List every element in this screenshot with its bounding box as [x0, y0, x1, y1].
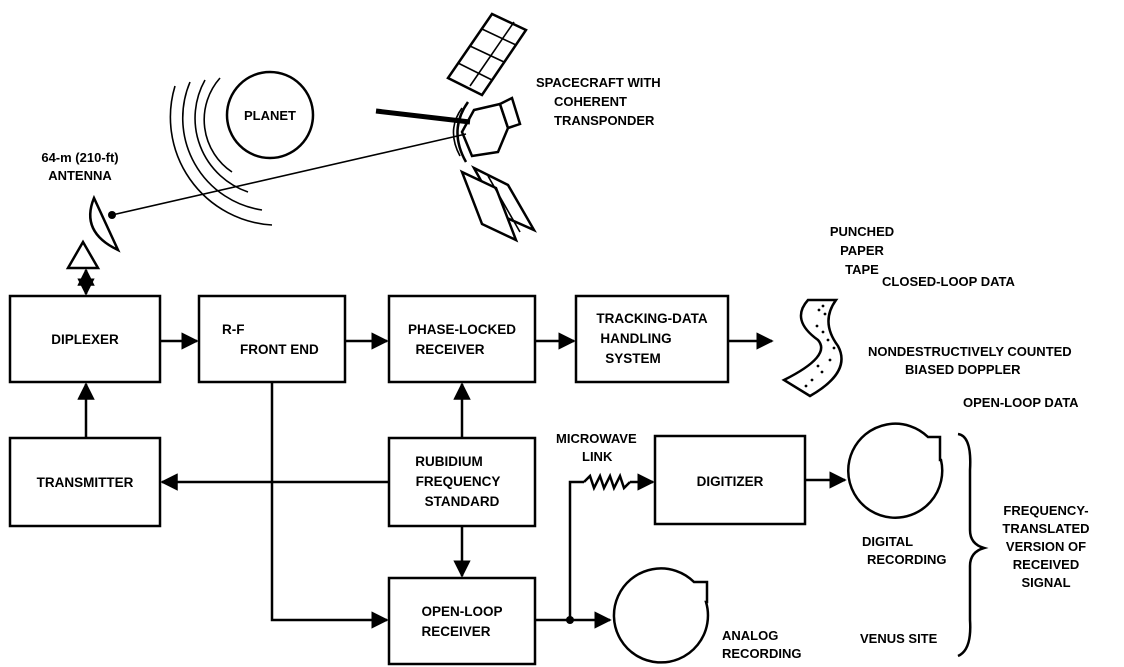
freq-translated-label-1: FREQUENCY- [1003, 503, 1088, 518]
microwave-link-zigzag [584, 476, 630, 488]
rf-label-1: R-F [222, 322, 245, 337]
diplexer-label: DIPLEXER [51, 332, 119, 347]
spacecraft-label-3: TRANSPONDER [554, 113, 655, 128]
rubidium-standard-block: RUBIDIUM FREQUENCY STANDARD [389, 438, 535, 526]
freq-translated-label-4: RECEIVED [1013, 557, 1079, 572]
venus-site-label: VENUS SITE [860, 631, 938, 646]
planet-label: PLANET [244, 108, 296, 123]
antenna-label-2: ANTENNA [48, 168, 112, 183]
tds-label-1: TRACKING-DATA [596, 311, 707, 326]
grouping-brace [958, 434, 984, 656]
antenna-dish [90, 198, 118, 250]
rb-label-2: FREQUENCY [416, 474, 501, 489]
spacecraft-label-2: COHERENT [554, 94, 627, 109]
punched-paper-tape: PUNCHED PAPER TAPE [784, 224, 894, 396]
transmitter-block: TRANSMITTER [10, 438, 160, 526]
tape-label-2: PAPER [840, 243, 884, 258]
diplexer-block: DIPLEXER [10, 296, 160, 382]
closed-loop-data-label: CLOSED-LOOP DATA [882, 274, 1016, 289]
freq-translated-label-3: VERSION OF [1006, 539, 1086, 554]
radio-link-line [112, 134, 466, 215]
digitizer-label: DIGITIZER [697, 474, 764, 489]
tape-label-3: TAPE [845, 262, 879, 277]
analog-rec-label-1: ANALOG [722, 628, 778, 643]
antenna-label-1: 64-m (210-ft) [41, 150, 118, 165]
analog-recording-reel: ANALOG RECORDING [614, 568, 801, 662]
open-loop-data-label: OPEN-LOOP DATA [963, 395, 1079, 410]
analog-rec-label-2: RECORDING [722, 646, 801, 661]
tape-label-1: PUNCHED [830, 224, 894, 239]
spacecraft-label-1: SPACECRAFT WITH [536, 75, 661, 90]
microwave-label-2: LINK [582, 449, 613, 464]
olr-label-2: RECEIVER [421, 624, 490, 639]
microwave-label-1: MICROWAVE [556, 431, 637, 446]
antenna-pedestal [68, 242, 98, 268]
rf-label-2: FRONT END [240, 342, 319, 357]
tds-label-3: SYSTEM [605, 351, 661, 366]
rb-label-1: RUBIDIUM [415, 454, 483, 469]
digital-recording-reel: DIGITAL RECORDING [848, 424, 946, 567]
tds-label-2: HANDLING [600, 331, 671, 346]
freq-translated-label-5: SIGNAL [1021, 575, 1070, 590]
plr-label-2: RECEIVER [415, 342, 484, 357]
spacecraft-body [462, 104, 508, 156]
plr-label-1: PHASE-LOCKED [408, 322, 516, 337]
planet: PLANET [170, 72, 313, 225]
nondestructive-label-1: NONDESTRUCTIVELY COUNTED [868, 344, 1072, 359]
nondestructive-label-2: BIASED DOPPLER [905, 362, 1021, 377]
antenna: 64-m (210-ft) ANTENNA [41, 150, 118, 268]
digital-rec-label-1: DIGITAL [862, 534, 913, 549]
open-loop-receiver-block: OPEN-LOOP RECEIVER [389, 578, 535, 664]
rb-label-3: STANDARD [425, 494, 500, 509]
phase-locked-receiver-block: PHASE-LOCKED RECEIVER [389, 296, 535, 382]
digitizer-block: DIGITIZER [655, 436, 805, 524]
olr-label-1: OPEN-LOOP [421, 604, 502, 619]
freq-translated-label-2: TRANSLATED [1002, 521, 1089, 536]
tracking-data-block: TRACKING-DATA HANDLING SYSTEM [576, 296, 728, 382]
spacecraft-boom [376, 111, 470, 122]
transmitter-label: TRANSMITTER [37, 475, 134, 490]
rf-front-end-block: R-F FRONT END [199, 296, 345, 382]
spacecraft: SPACECRAFT WITH COHERENT TRANSPONDER [376, 14, 661, 240]
digital-rec-label-2: RECORDING [867, 552, 946, 567]
